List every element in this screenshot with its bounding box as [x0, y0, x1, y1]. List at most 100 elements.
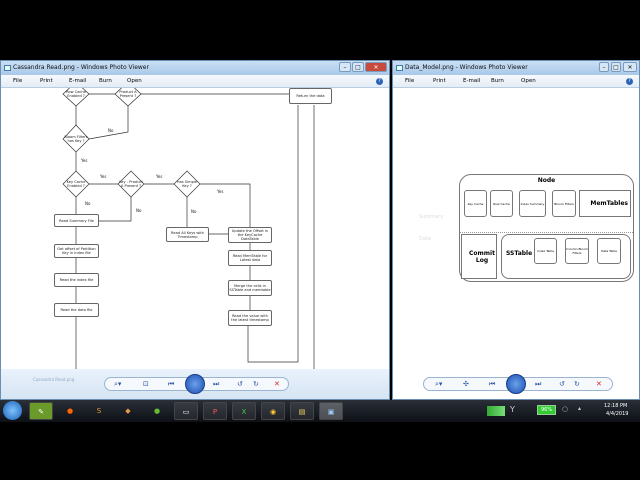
- label-yes: Yes: [81, 158, 88, 163]
- node-read-latest: Read the value with the latest timestamp: [228, 310, 272, 326]
- menu-burn[interactable]: Burn: [491, 78, 504, 84]
- app-icon: [4, 65, 11, 71]
- node-product-a: Product A Present ?: [119, 90, 137, 98]
- actual-size-icon[interactable]: ⊡: [143, 380, 149, 388]
- label-yes: Yes: [156, 174, 163, 179]
- battery-indicator[interactable]: 96%: [537, 405, 557, 415]
- image-canvas: Summary Data Node Key Cache Row Cache In…: [393, 88, 639, 369]
- menu-burn[interactable]: Burn: [99, 78, 112, 84]
- menu-print[interactable]: Print: [40, 78, 53, 84]
- node-read-memtable: Read MemTable for Latest data: [228, 250, 272, 266]
- title-bar: Data_Model.png - Windows Photo Viewer – …: [393, 61, 639, 75]
- close-button[interactable]: ✕: [623, 62, 637, 72]
- node-get-offset: Get offset of Partition Key in index fil…: [54, 244, 99, 258]
- maximize-button[interactable]: □: [352, 62, 364, 72]
- menu-open[interactable]: Open: [127, 78, 142, 84]
- clock-date[interactable]: 4/4/2019: [606, 411, 629, 417]
- tray-icon[interactable]: ○: [562, 405, 569, 413]
- zoom-icon[interactable]: ⌕▾: [435, 380, 443, 388]
- row-cache-box: Row Cache: [490, 190, 513, 217]
- menu-print[interactable]: Print: [433, 78, 446, 84]
- ghost-caption: Cassandra Read.png: [33, 377, 75, 382]
- ghost-label: Summary: [419, 214, 444, 220]
- label-yes: Yes: [100, 174, 107, 179]
- menu-file[interactable]: File: [13, 78, 23, 84]
- commit-log-box: Commit Log: [461, 234, 497, 279]
- slideshow-button[interactable]: [506, 374, 526, 394]
- window-title: Cassandra Read.png - Windows Photo Viewe…: [13, 64, 149, 71]
- slideshow-button[interactable]: [185, 374, 205, 394]
- menu-email[interactable]: E-mail: [69, 78, 87, 84]
- next-icon[interactable]: ⏭: [535, 380, 542, 388]
- zoom-icon[interactable]: ⌕▾: [114, 380, 122, 388]
- delete-icon[interactable]: ✕: [596, 380, 602, 388]
- node-container: Node: [459, 174, 634, 282]
- label-no: No: [85, 201, 91, 206]
- previous-icon[interactable]: ⏮: [168, 380, 175, 388]
- start-button[interactable]: [3, 401, 22, 420]
- app-icon: [396, 65, 403, 71]
- label-no: No: [108, 128, 114, 133]
- rotate-right-icon[interactable]: ↻: [253, 380, 259, 388]
- firefox-icon[interactable]: ●: [66, 407, 74, 415]
- delete-icon[interactable]: ✕: [274, 380, 280, 388]
- node-row-cache: Row Cache Enabled ?: [66, 90, 86, 98]
- image-canvas: Return the data Row Cache Enabled ? Prod…: [1, 88, 389, 369]
- explorer-icon[interactable]: ▤: [290, 402, 314, 420]
- excel-icon[interactable]: X: [232, 402, 256, 420]
- sublime-icon[interactable]: S: [96, 407, 102, 415]
- rotate-left-icon[interactable]: ↺: [237, 380, 243, 388]
- sstable-label: SSTable: [506, 250, 533, 257]
- node-key-product: Key - Product A Present ?: [119, 180, 143, 188]
- column-bloom-filters-box: Column Bloom Filters: [565, 238, 589, 264]
- menu-bar: File Print E-mail Burn Open ?: [393, 75, 639, 88]
- show-hidden-icons[interactable]: ▴: [578, 405, 582, 412]
- node-merge-cells: Merge the cells in SSTable and memtable: [228, 280, 272, 296]
- help-icon[interactable]: ?: [376, 78, 383, 85]
- menu-file[interactable]: File: [405, 78, 415, 84]
- menu-open[interactable]: Open: [521, 78, 536, 84]
- cmd-icon[interactable]: ▭: [174, 402, 198, 420]
- index-table-box: Index Table: [534, 238, 557, 264]
- rotate-right-icon[interactable]: ↻: [574, 380, 580, 388]
- label-yes: Yes: [217, 189, 224, 194]
- node-simple-key: Has Simple Key ?: [176, 180, 198, 188]
- title-bar: Cassandra Read.png - Windows Photo Viewe…: [1, 61, 389, 75]
- label-no: No: [191, 209, 197, 214]
- photo-viewer-window-left: Cassandra Read.png - Windows Photo Viewe…: [0, 60, 390, 400]
- clock-time[interactable]: 12:18 PM: [604, 403, 628, 409]
- node-title: Node: [537, 177, 556, 184]
- photo-viewer-window-right: Data_Model.png - Windows Photo Viewer – …: [392, 60, 640, 400]
- node-read-data: Read the data file: [54, 303, 99, 317]
- node-update-offset: Update the Offset in the KeyCache DataTa…: [228, 227, 272, 243]
- spring-icon[interactable]: ●: [153, 407, 161, 415]
- fit-icon[interactable]: ✣: [463, 380, 469, 388]
- label-no: No: [136, 208, 142, 213]
- maximize-button[interactable]: □: [611, 62, 621, 72]
- node-bloom-filter: Bloom Filters has Key ?: [64, 135, 88, 143]
- minimize-button[interactable]: –: [599, 62, 609, 72]
- chrome-icon[interactable]: ◉: [261, 402, 285, 420]
- powerpoint-icon[interactable]: P: [203, 402, 227, 420]
- key-cache-box: Key Cache: [464, 190, 487, 217]
- index-summary-box: Index Summary: [519, 190, 546, 217]
- taskbar: ✎ ● S ◆ ● ▭ P X ◉ ▤ ▣ Y 96% ○ ▴ 12:18 PM…: [0, 400, 640, 422]
- close-button[interactable]: ✕: [365, 62, 387, 72]
- window-title: Data_Model.png - Windows Photo Viewer: [405, 64, 528, 71]
- next-icon[interactable]: ⏭: [213, 380, 220, 388]
- git-icon[interactable]: ◆: [125, 407, 131, 415]
- ghost-label: Data: [419, 236, 431, 242]
- node-read-index: Read the index file: [54, 273, 99, 287]
- signal-icon[interactable]: [487, 406, 505, 416]
- minimize-button[interactable]: –: [339, 62, 351, 72]
- node-key-cache: Key Cache Enabled ?: [66, 180, 86, 188]
- memtables-box: MemTables: [579, 190, 631, 217]
- bloom-filters-box: Bloom Filters: [552, 190, 576, 217]
- network-icon[interactable]: Y: [510, 405, 515, 414]
- previous-icon[interactable]: ⏮: [489, 380, 496, 388]
- rotate-left-icon[interactable]: ↺: [559, 380, 565, 388]
- help-icon[interactable]: ?: [626, 78, 633, 85]
- menu-email[interactable]: E-mail: [463, 78, 481, 84]
- notepad-icon[interactable]: ✎: [29, 402, 53, 420]
- photo-viewer-icon[interactable]: ▣: [319, 402, 343, 420]
